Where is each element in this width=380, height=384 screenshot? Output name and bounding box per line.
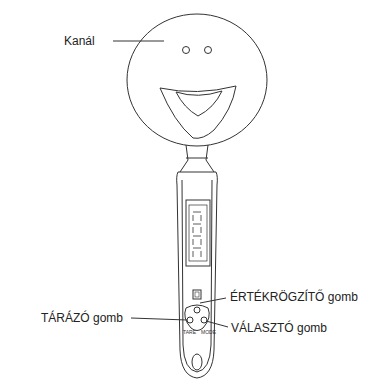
button-marking: MODE: [201, 330, 216, 335]
part-label: ÉRTÉKRÖGZÍTŐ gomb: [229, 291, 359, 303]
tare-key: [187, 317, 193, 323]
leader-line: [113, 41, 164, 42]
part-label: TÁRÁZÓ gomb: [40, 312, 124, 324]
hold-key: [194, 307, 200, 313]
display-window: [189, 205, 207, 261]
button-marking: TARE: [183, 330, 196, 335]
part-label: Kanál: [63, 35, 96, 47]
smile: [160, 86, 236, 138]
hold-button: [193, 290, 201, 299]
leader-line: [200, 298, 226, 303]
spoon-neck: [180, 145, 214, 172]
handle: [177, 172, 218, 378]
smile-inner: [176, 91, 222, 116]
part-label: VÁLASZTÓ gomb: [230, 322, 328, 334]
eye: [183, 47, 190, 54]
eye: [205, 47, 212, 54]
spoon-head: [127, 14, 267, 146]
handle-inner: [182, 180, 212, 372]
leader-line: [206, 321, 228, 327]
display: [186, 200, 210, 266]
neck-joint: [186, 158, 208, 159]
mode-key: [201, 317, 207, 323]
button-pad: [185, 305, 209, 331]
hang-hole: [192, 354, 202, 370]
leader-line: [131, 318, 187, 320]
